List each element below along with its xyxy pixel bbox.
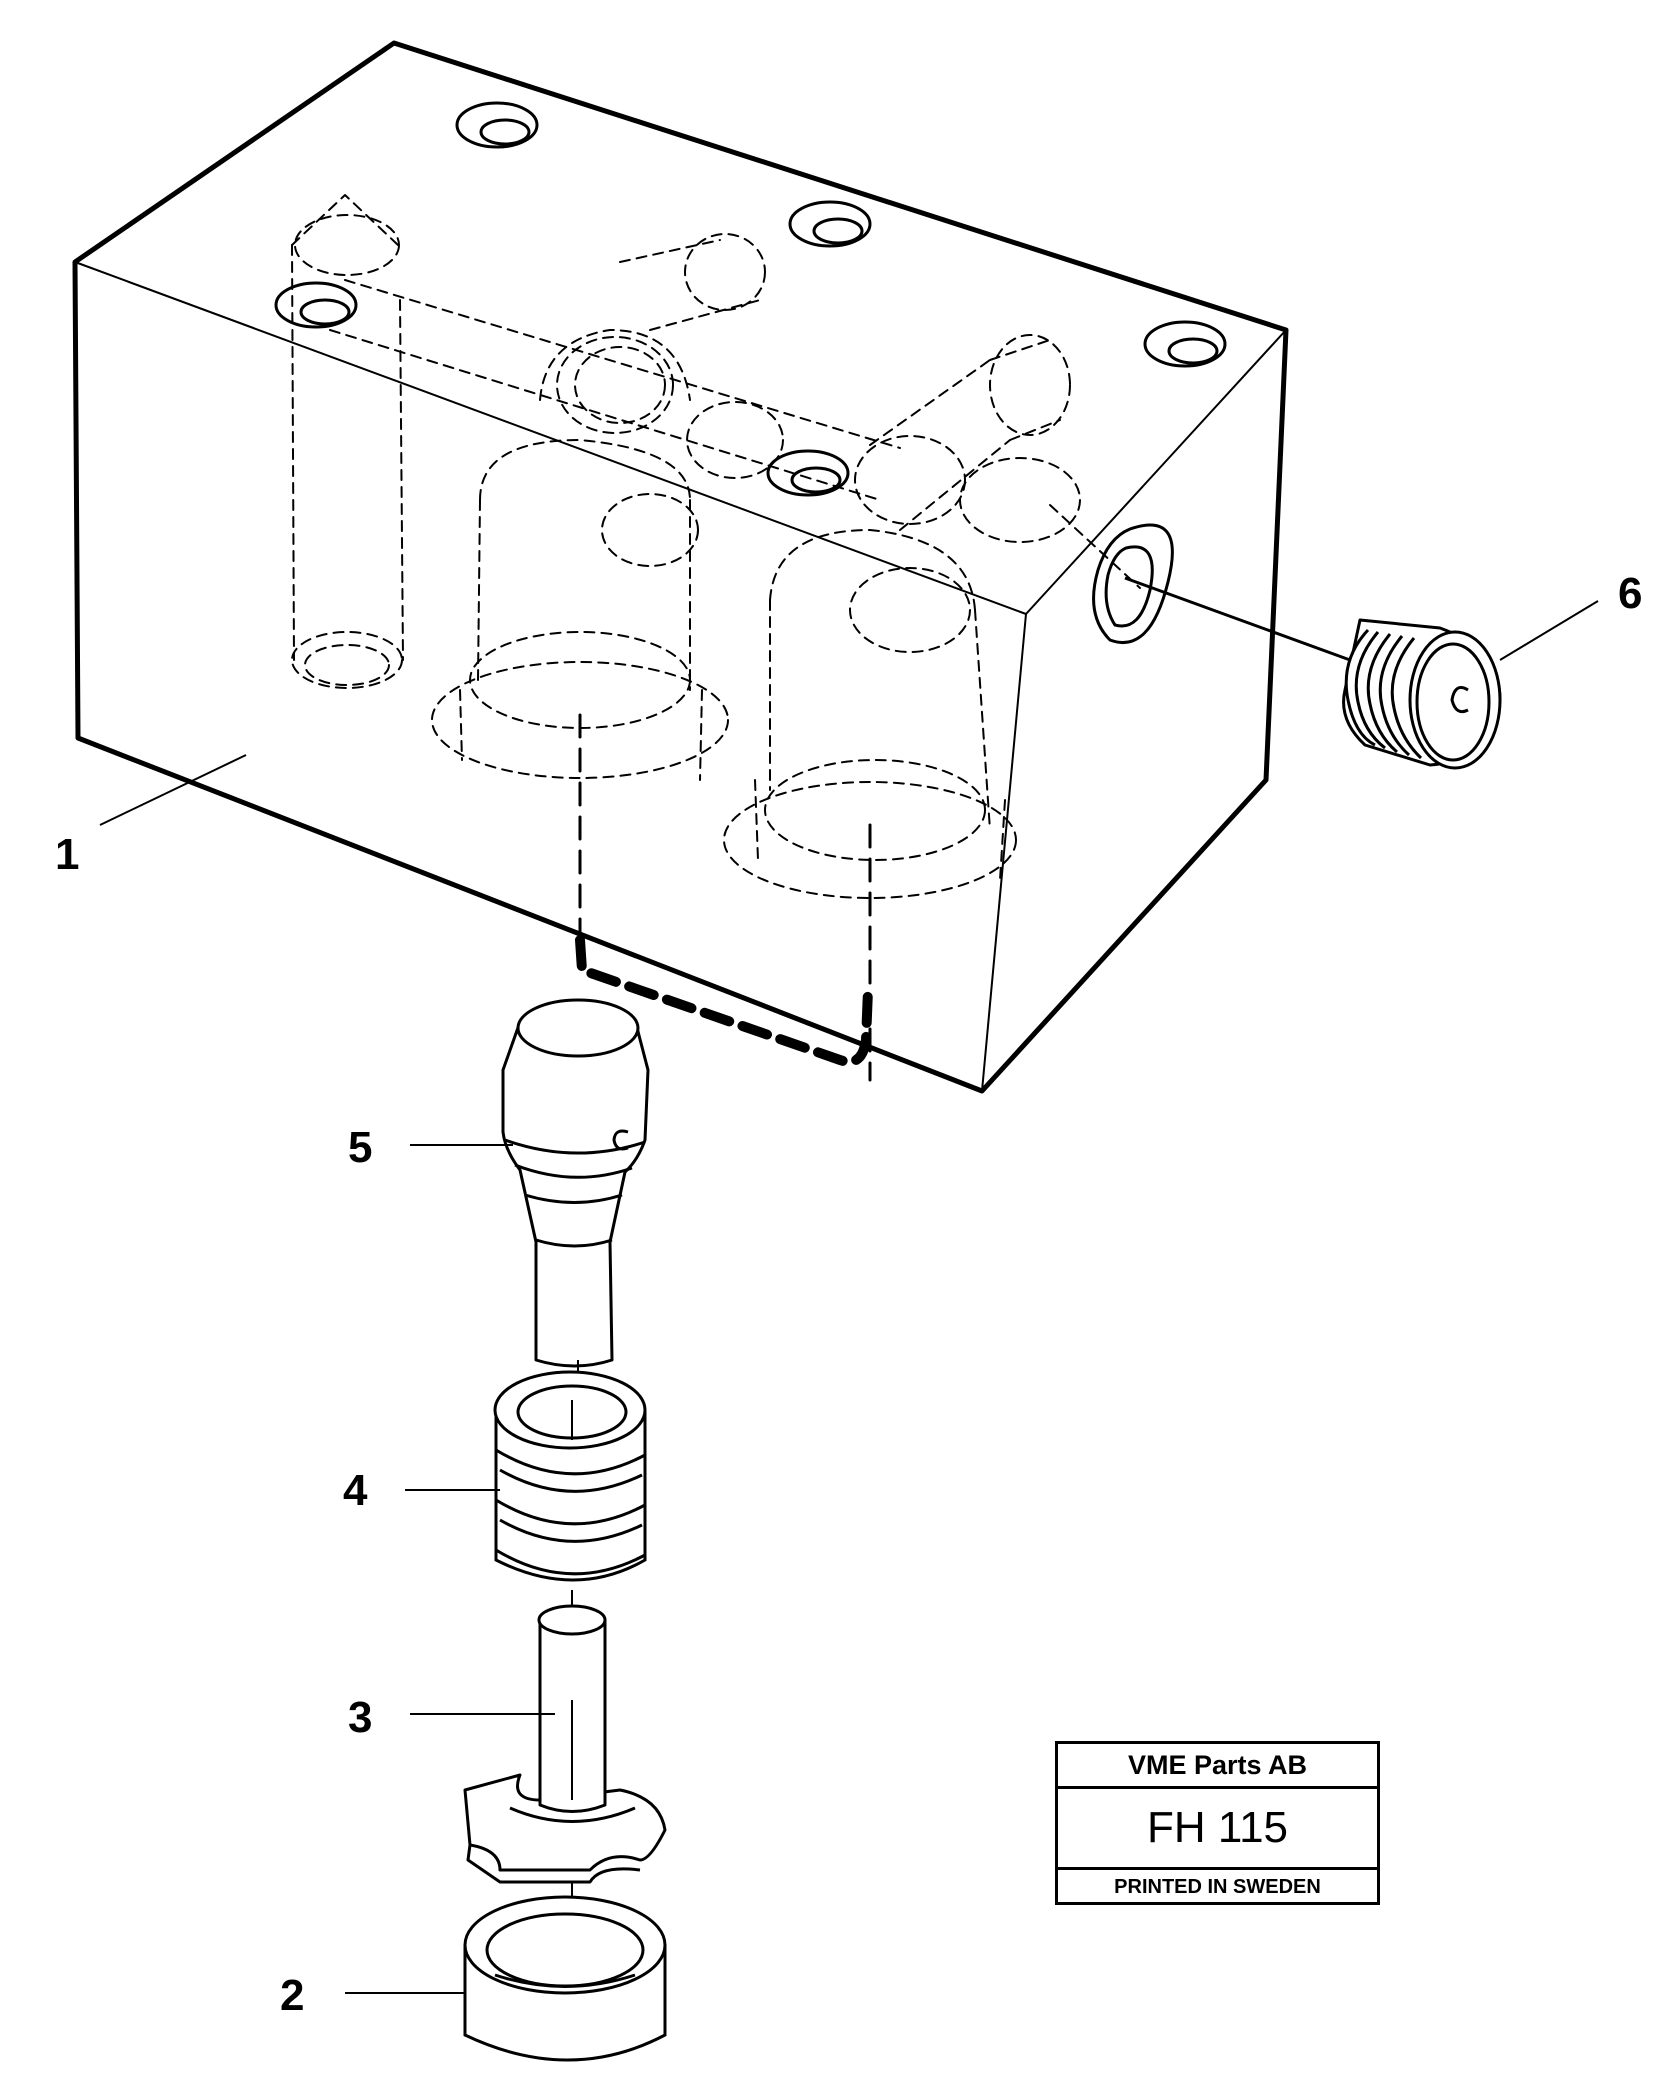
company-name: VME Parts AB [1058,1744,1377,1789]
callout-6: 6 [1618,569,1642,618]
callout-2: 2 [280,1971,304,2020]
callout-1: 1 [55,830,79,879]
leader-lines [99,600,1599,1994]
side-port [1092,523,1174,645]
threaded-plug [1124,576,1502,770]
valve-block [72,40,1289,1094]
title-block: VME Parts AB FH 115 PRINTED IN SWEDEN [1055,1741,1380,1905]
drawing-code: FH 115 [1058,1789,1377,1870]
printed-note: PRINTED IN SWEDEN [1114,1876,1321,1898]
internal-passages-hidden [291,194,1141,899]
valve-poppet [501,998,650,1368]
callout-3: 3 [348,1693,372,1742]
bore-connector [575,935,873,1067]
top-mounting-holes [274,101,1227,497]
callout-5: 5 [348,1123,372,1172]
spring [493,1370,647,1582]
seat-ring [463,1895,667,2062]
callout-4: 4 [343,1466,368,1515]
guide-pin [463,1604,667,1884]
